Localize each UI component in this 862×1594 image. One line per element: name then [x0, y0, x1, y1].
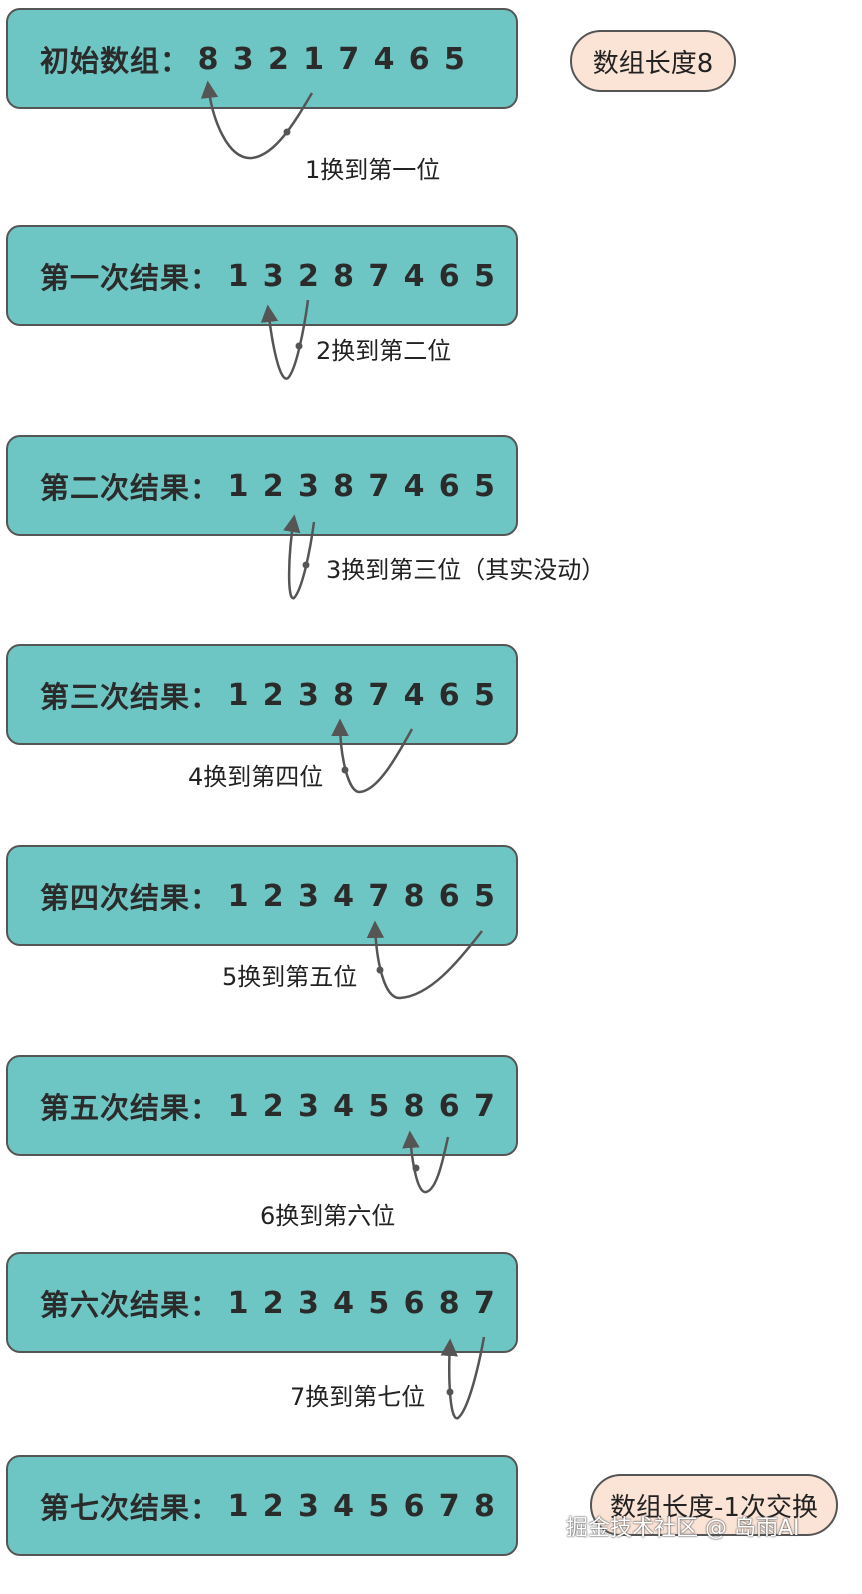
swap-arrow-6-dot	[412, 1164, 420, 1172]
step-title: 初始数组：	[40, 43, 191, 78]
array-value: 4	[333, 879, 355, 914]
array-value: 4	[333, 1089, 355, 1124]
array-value: 4	[403, 259, 425, 294]
array-value: 4	[333, 1286, 355, 1321]
array-value: 7	[438, 1489, 460, 1524]
swap-label-5: 5换到第五位	[222, 963, 358, 991]
array-value: 5	[443, 42, 465, 77]
swap-arrow-2-dot	[295, 342, 303, 350]
array-value: 3	[297, 879, 319, 914]
array-value: 6	[438, 259, 460, 294]
array-value: 4	[373, 42, 395, 77]
array-value: 2	[262, 678, 284, 713]
array-value: 2	[267, 42, 289, 77]
array-value: 7	[473, 1089, 495, 1124]
step-title: 第六次结果：	[40, 1287, 221, 1322]
array-length-note: 数组长度8	[570, 30, 736, 92]
array-value: 6	[438, 1089, 460, 1124]
swap-arrow-4-dot	[341, 766, 349, 774]
step-title: 第三次结果：	[40, 679, 221, 714]
swap-label-1: 1换到第一位	[305, 156, 441, 184]
array-value: 8	[333, 259, 355, 294]
array-value: 6	[438, 879, 460, 914]
array-value: 3	[262, 259, 284, 294]
array-value: 6	[403, 1489, 425, 1524]
array-value: 4	[403, 469, 425, 504]
array-value: 2	[262, 1286, 284, 1321]
swap-label-7: 7换到第七位	[290, 1383, 426, 1411]
swap-arrow-1-dot	[283, 128, 291, 136]
swap-arrow-3-dot	[302, 561, 310, 569]
array-value: 6	[403, 1286, 425, 1321]
array-value: 1	[227, 1089, 249, 1124]
swap-label-4: 4换到第四位	[188, 763, 324, 791]
array-value: 7	[338, 42, 360, 77]
array-value: 3	[297, 469, 319, 504]
array-value: 6	[438, 469, 460, 504]
array-value: 2	[262, 879, 284, 914]
array-value: 1	[227, 259, 249, 294]
array-value: 3	[297, 1286, 319, 1321]
array-value: 8	[333, 469, 355, 504]
array-value: 5	[473, 879, 495, 914]
array-value: 3	[232, 42, 254, 77]
array-value: 5	[473, 469, 495, 504]
array-value: 5	[473, 259, 495, 294]
array-value: 4	[403, 678, 425, 713]
array-value: 7	[368, 678, 390, 713]
watermark: 掘金技术社区 @ 岛雨AI	[566, 1516, 800, 1541]
array-value: 7	[368, 879, 390, 914]
array-value: 3	[297, 1489, 319, 1524]
array-value: 3	[297, 678, 319, 713]
array-value: 6	[408, 42, 430, 77]
swap-label-3: 3换到第三位（其实没动）	[326, 556, 606, 584]
array-value: 1	[227, 469, 249, 504]
array-value: 1	[227, 879, 249, 914]
array-value: 7	[473, 1286, 495, 1321]
array-value: 3	[297, 1089, 319, 1124]
array-value: 7	[368, 259, 390, 294]
array-value: 1	[227, 678, 249, 713]
array-value: 6	[438, 678, 460, 713]
array-value: 8	[403, 879, 425, 914]
array-value: 1	[303, 42, 325, 77]
step-title: 第四次结果：	[40, 880, 221, 915]
array-value: 8	[333, 678, 355, 713]
array-value: 4	[333, 1489, 355, 1524]
array-value: 2	[262, 1089, 284, 1124]
array-value: 5	[368, 1286, 390, 1321]
array-value: 5	[368, 1089, 390, 1124]
array-value: 2	[262, 1489, 284, 1524]
array-value: 2	[262, 469, 284, 504]
array-value: 7	[368, 469, 390, 504]
array-value: 2	[297, 259, 319, 294]
swap-count-note: 数组长度-1次交换	[590, 1474, 838, 1536]
swap-label-6: 6换到第六位	[260, 1202, 396, 1230]
step-title: 第七次结果：	[40, 1490, 221, 1525]
swap-arrow-7-dot	[446, 1388, 454, 1396]
step-title: 第二次结果：	[40, 470, 221, 505]
array-value: 1	[227, 1286, 249, 1321]
array-value: 8	[473, 1489, 495, 1524]
array-value: 5	[473, 678, 495, 713]
array-value: 8	[403, 1089, 425, 1124]
array-value: 8	[197, 42, 219, 77]
array-value: 5	[368, 1489, 390, 1524]
step-title: 第一次结果：	[40, 260, 221, 295]
array-value: 8	[438, 1286, 460, 1321]
step-title: 第五次结果：	[40, 1090, 221, 1125]
array-value: 1	[227, 1489, 249, 1524]
swap-arrow-5-dot	[376, 966, 384, 974]
swap-label-2: 2换到第二位	[316, 337, 452, 365]
